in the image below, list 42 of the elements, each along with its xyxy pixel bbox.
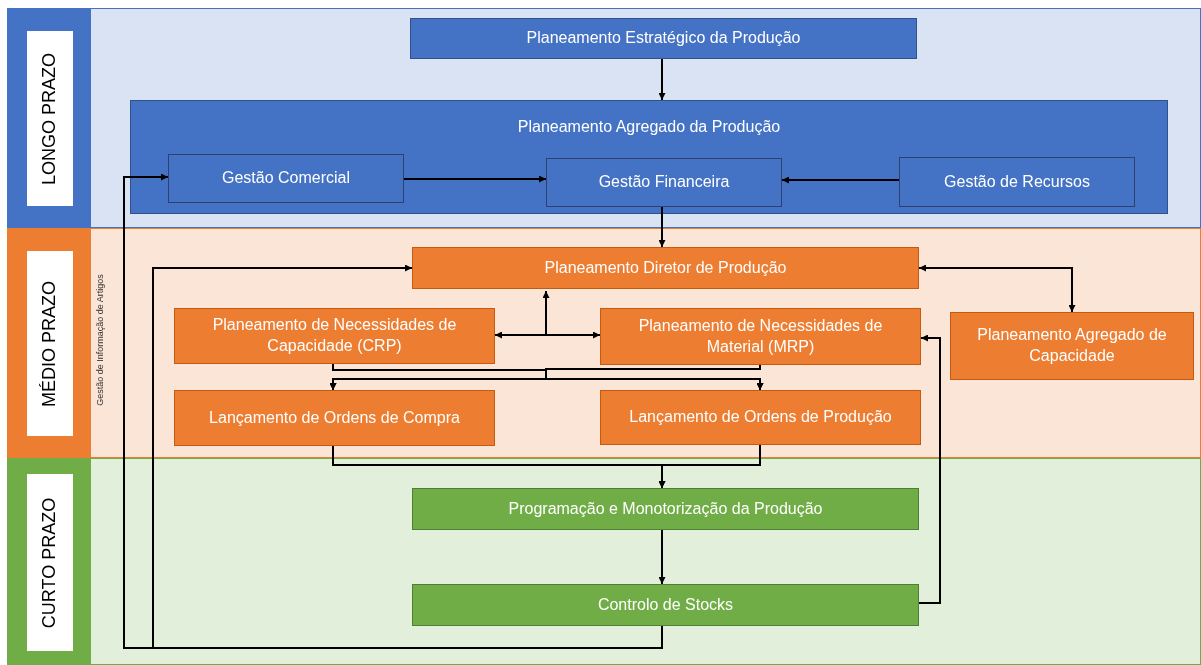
connector-arrow [494, 290, 550, 336]
box-label: Controlo de Stocks [597, 594, 734, 615]
box-label: Lançamento de Ordens de Produção [629, 407, 892, 428]
process-box [174, 308, 495, 364]
box-label: Planeamento Agregado de Capacidade [976, 325, 1168, 366]
process-box [410, 18, 917, 59]
band-background [7, 228, 1201, 458]
box-label: Gestão de Recursos [944, 171, 1090, 192]
process-box [950, 312, 1194, 380]
side-note: Gestão de Informação de Artigos [95, 274, 105, 406]
process-box [174, 390, 495, 446]
band-background [7, 8, 1201, 228]
band-heading: LONGO PRAZO [38, 52, 61, 185]
box-label: Planeamento de Necessidades de Capacidade (CRP) [211, 315, 458, 356]
box-label: Planeamento Diretor de Produção [544, 257, 787, 278]
box-label: Planeamento de Necessidades de Material (MRP) [637, 315, 884, 357]
process-box [546, 158, 782, 207]
process-box [600, 308, 921, 365]
process-box [412, 584, 919, 626]
process-box [600, 390, 921, 445]
band-heading: MÉDIO PRAZO [38, 280, 61, 407]
group-title: Planeamento Agregado da Produção [516, 117, 782, 137]
box-label: Programação e Monotorização da Produção [508, 498, 823, 519]
connector-arrow [918, 264, 1076, 313]
connector-arrow [658, 444, 761, 489]
connector-arrow [781, 176, 900, 184]
box-label: Gestão Financeira [598, 172, 730, 193]
group-box [130, 100, 1168, 214]
connector-arrow [658, 206, 666, 248]
box-label: Planeamento Estratégico da Produção [526, 28, 801, 49]
process-box [168, 154, 404, 203]
process-box [899, 157, 1135, 207]
connector-arrow [403, 175, 547, 183]
box-label: Gestão Comercial [221, 168, 350, 189]
process-box [412, 488, 919, 530]
box-label: Lançamento de Ordens de Compra [209, 407, 460, 428]
connector-arrow [658, 58, 666, 101]
connector-arrow [658, 529, 666, 585]
band-heading: CURTO PRAZO [38, 497, 61, 628]
process-box [412, 247, 919, 289]
band-background [7, 458, 1201, 665]
connector-arrow [918, 334, 941, 604]
